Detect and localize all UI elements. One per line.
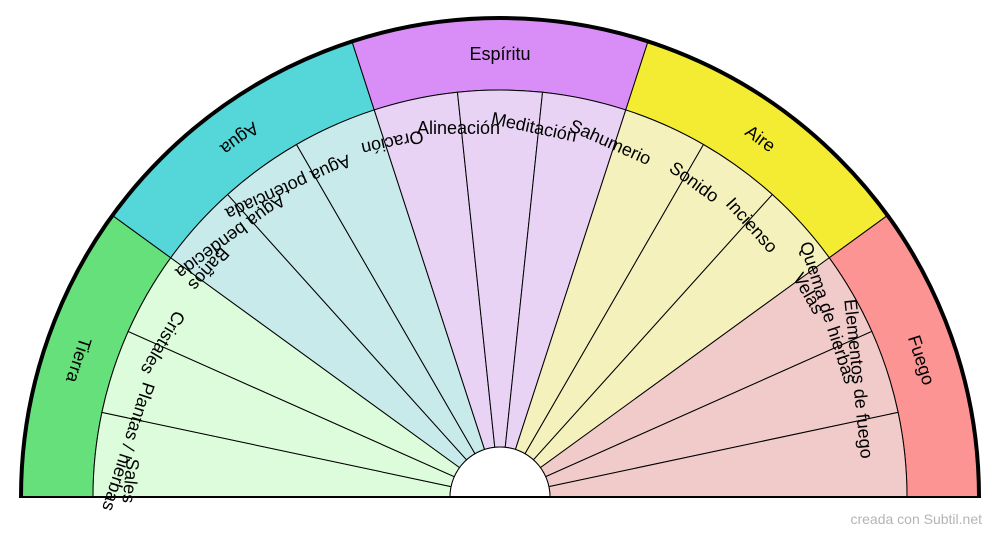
outer-rim [19,16,981,498]
group-label-espiritu: Espíritu [469,44,530,64]
item-label-alineacion: Alineación [417,118,500,138]
sectors-layer [19,16,981,498]
center-hub [449,446,551,498]
watermark: creada con Subtil.net [850,511,982,527]
item-label-sales: Sales [118,457,143,504]
